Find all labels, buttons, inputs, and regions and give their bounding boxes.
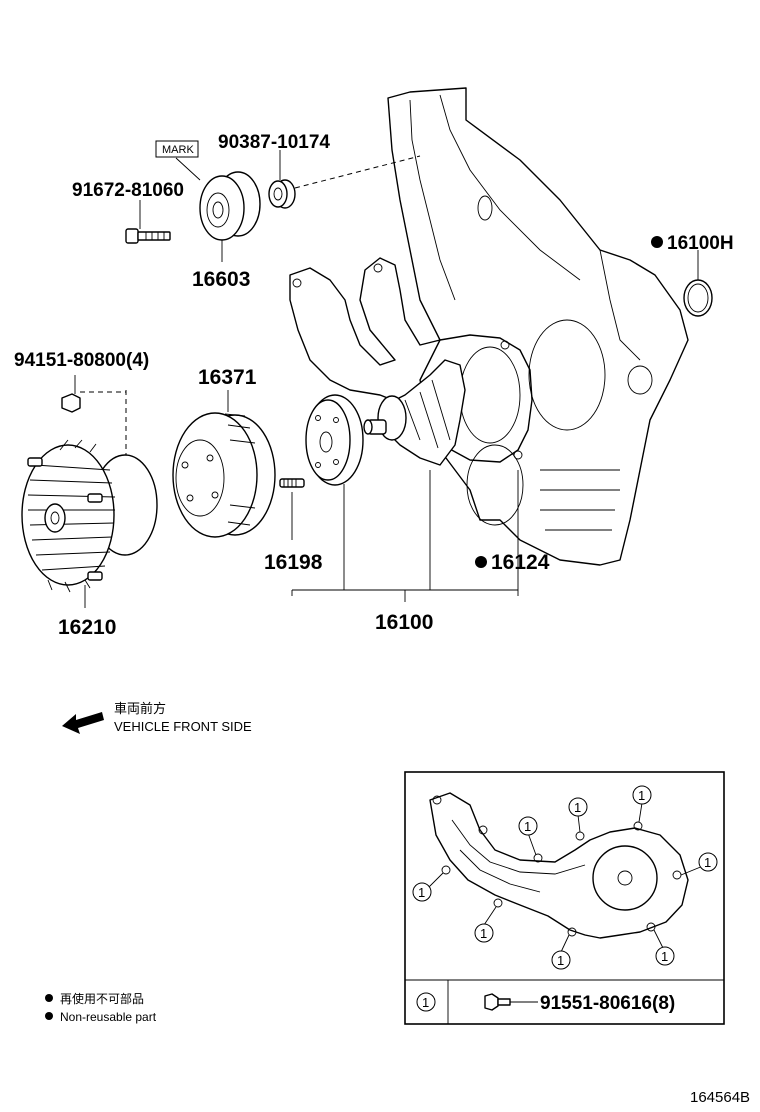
fan-clutch-16210-illustration [21, 390, 158, 593]
vehicle-front-indicator: 車両前方 VEHICLE FRONT SIDE [62, 701, 252, 734]
leader-lines [84, 157, 519, 608]
inset-callout-7: 1 [480, 926, 487, 941]
non-reusable-dot-16100h [651, 236, 663, 248]
front-label-en: VEHICLE FRONT SIDE [114, 719, 252, 734]
nut-94151-illustration [61, 375, 126, 413]
non-reusable-legend: 再使用不可部品 Non-reusable part [45, 991, 157, 1024]
label-16603: 16603 [192, 268, 250, 291]
pump-hub-flange [305, 394, 364, 486]
legend-dot-en [45, 1012, 53, 1020]
label-16371: 16371 [198, 366, 257, 389]
inset-callout-8: 1 [418, 885, 425, 900]
label-90387: 90387-10174 [218, 132, 330, 153]
inset-callout-2: 1 [574, 800, 581, 815]
inset-legend-callout: 1 [422, 995, 429, 1010]
label-16210: 16210 [58, 616, 116, 639]
water-pump-body [363, 359, 466, 466]
inset-callout-6: 1 [557, 953, 564, 968]
inset-frame [404, 771, 725, 1025]
diagram-code: 164564B [690, 1089, 750, 1106]
pulley-16371-illustration [172, 412, 276, 538]
inset-bolt-part: 91551-80616(8) [540, 993, 675, 1014]
bolt-91672-illustration [125, 200, 171, 244]
inset-callout-5: 1 [661, 949, 668, 964]
bolt-icon [484, 993, 511, 1011]
legend-dot-jp [45, 994, 53, 1002]
label-16100h: 16100H [667, 233, 734, 254]
part-labels: 90387-10174 MARK 91672-81060 16603 16100… [14, 132, 734, 639]
legend-en: Non-reusable part [60, 1010, 157, 1024]
o-ring-16100h-illustration [683, 250, 713, 317]
front-arrow-icon [62, 712, 104, 734]
label-16100: 16100 [375, 611, 433, 634]
timing-cover-illustration [294, 87, 689, 566]
label-91672: 91672-81060 [72, 180, 184, 201]
label-16198: 16198 [264, 551, 323, 574]
inset-callout-4: 1 [704, 855, 711, 870]
legend-jp: 再使用不可部品 [60, 991, 144, 1006]
non-reusable-dot-16124 [475, 556, 487, 568]
bolt-location-inset: 1 1 1 1 1 1 1 1 1 91551-80616(8) [404, 771, 725, 1025]
mark-box [155, 140, 199, 158]
inset-callout-3: 1 [638, 788, 645, 803]
inset-callouts: 1 1 1 1 1 1 1 1 [412, 785, 718, 970]
front-label-jp: 車両前方 [114, 701, 166, 716]
mark-label: MARK [162, 144, 194, 156]
idler-pulley-16603-illustration [199, 171, 261, 262]
label-94151: 94151-80800(4) [14, 350, 149, 371]
label-16124: 16124 [491, 551, 550, 574]
spacer-90387-illustration [268, 150, 296, 209]
stud-16198-illustration [279, 478, 305, 540]
inset-callout-1: 1 [524, 819, 531, 834]
